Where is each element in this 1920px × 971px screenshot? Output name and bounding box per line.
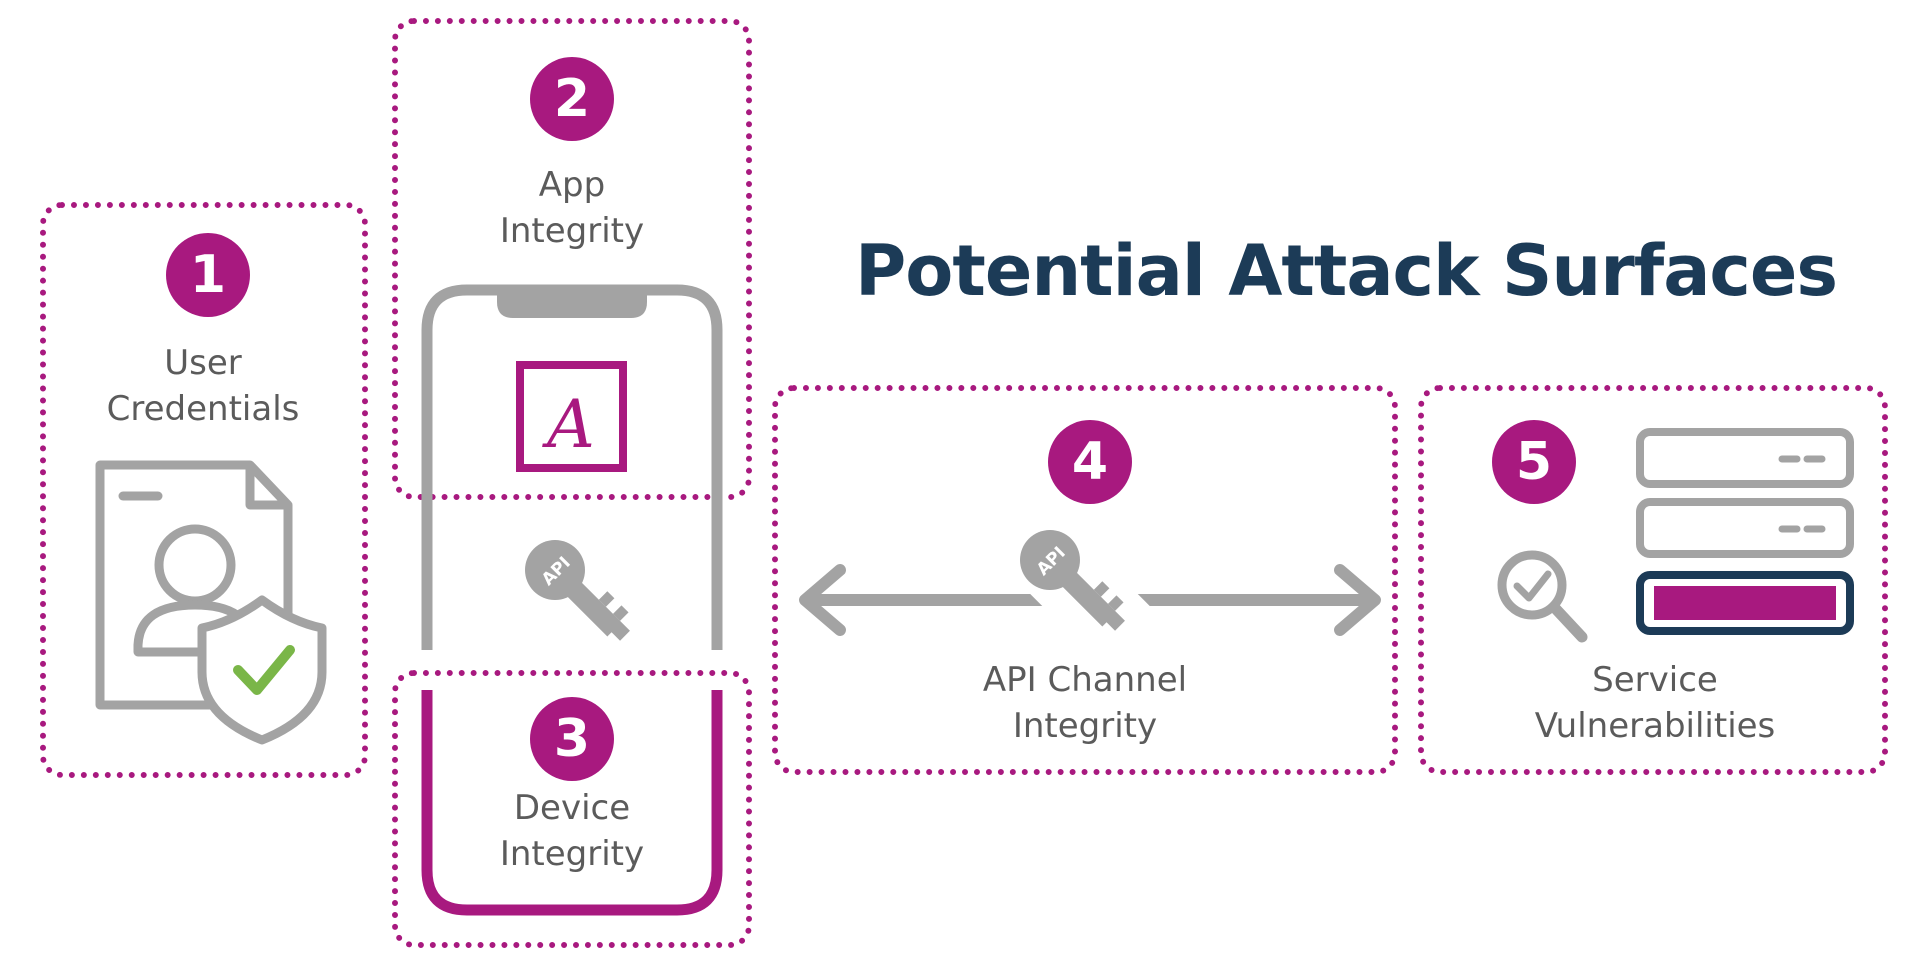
api-channel-key-icon: API — [996, 506, 1157, 667]
magnifier-check-icon — [1497, 550, 1588, 643]
number-badge-1: 1 — [166, 233, 250, 317]
number-badge-5: 5 — [1492, 420, 1576, 504]
number-badge-2: 2 — [530, 57, 614, 141]
server-stack-icon — [1636, 428, 1854, 635]
number-badge-4: 4 — [1048, 420, 1132, 504]
shield-check-icon — [197, 595, 327, 745]
label-device-integrity: Device Integrity — [499, 788, 645, 874]
app-icon: A — [516, 361, 627, 472]
surface-box-service-vulnerabilities — [1418, 385, 1888, 775]
surface-box-device-integrity — [392, 670, 752, 948]
person-icon — [133, 524, 257, 657]
surface-box-api-channel — [772, 385, 1398, 775]
surface-box-app-integrity — [392, 18, 752, 500]
diagram-title: Potential Attack Surfaces — [855, 230, 1838, 312]
api-key-icon: API — [525, 540, 630, 641]
label-service-vulnerabilities: Service Vulnerabilities — [1534, 660, 1776, 746]
label-user-credentials: User Credentials — [106, 343, 300, 429]
label-app-integrity: App Integrity — [499, 165, 645, 251]
phone-icon — [421, 284, 723, 916]
number-badge-3: 3 — [530, 697, 614, 781]
app-logo-letter: A — [541, 386, 595, 463]
label-api-channel-integrity: API Channel Integrity — [982, 660, 1188, 746]
user-credentials-icon — [95, 460, 327, 745]
surface-box-user-credentials — [40, 202, 368, 778]
